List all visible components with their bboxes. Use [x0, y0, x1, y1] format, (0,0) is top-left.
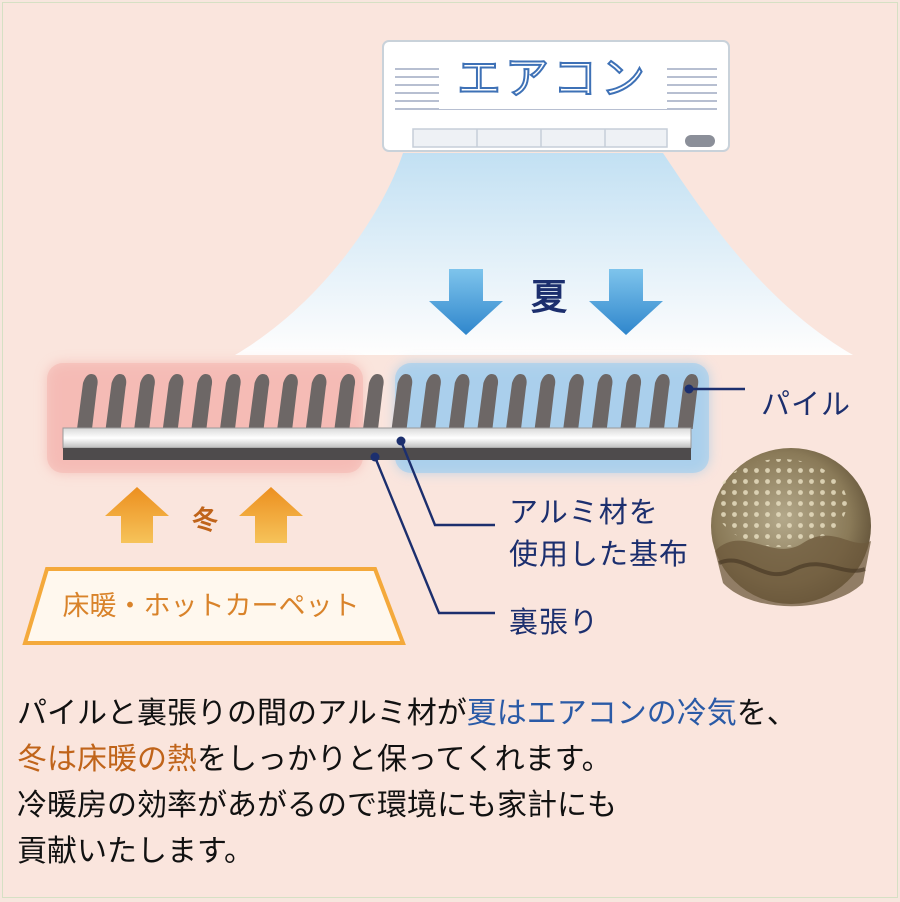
winter-label: 冬	[192, 506, 218, 536]
summer-label: 夏	[531, 277, 568, 318]
pile-strand	[305, 374, 327, 429]
insulation-diagram: エアコン 夏 冬 床暖・ホットカーペット	[22, 40, 871, 645]
pile-strand	[363, 374, 384, 429]
pile-strand	[448, 374, 470, 429]
backing-label: 裏張り	[509, 605, 600, 639]
summer-highlight: 夏はエアコンの冷気	[466, 696, 737, 731]
pile-strand	[620, 374, 642, 429]
pile-strand	[105, 374, 127, 429]
description-line-4: 貢献いたします。	[17, 834, 254, 869]
pile-strand	[191, 374, 213, 429]
leader-lines	[373, 387, 745, 615]
text-segment: をしっかりと保ってくれます。	[197, 742, 612, 777]
base-marker	[396, 436, 406, 446]
description-line-2: 冬は床暖の熱をしっかりと保ってくれます。	[17, 737, 897, 783]
description-line-3: 冷暖房の効率があがるので環境にも家計にも	[17, 788, 617, 823]
ac-label: エアコン	[457, 53, 649, 104]
aluminum-base-fabric	[62, 427, 692, 449]
air-conditioner	[382, 40, 730, 152]
description-line-1: パイルと裏張りの間のアルミ材が夏はエアコンの冷気を、	[17, 691, 897, 737]
text-segment: を、	[736, 696, 797, 731]
warm-arrow-left	[105, 487, 169, 543]
fabric-closeup-photo	[711, 448, 871, 607]
pile-strand	[162, 374, 184, 429]
pile-strand	[591, 374, 613, 429]
pile-strand	[391, 374, 413, 429]
backing-marker	[370, 452, 380, 462]
floor-heating-panel	[22, 567, 406, 645]
pile-strand	[420, 374, 441, 429]
pile-strand	[506, 374, 527, 429]
pile-strand	[220, 374, 241, 429]
base-fabric-label-line1: アルミ材を	[509, 495, 659, 529]
pile-strand	[563, 374, 584, 429]
pile-strand	[77, 374, 98, 429]
cool-arrow-right	[589, 269, 663, 335]
cool-arrow-left	[429, 269, 503, 335]
base-fabric-label-line2: 使用した基布	[509, 537, 690, 571]
pile-fibers	[77, 374, 699, 429]
pile-label: パイル	[761, 387, 852, 421]
pile-strand	[134, 374, 155, 429]
text-segment: パイルと裏張りの間のアルミ材が	[17, 696, 467, 731]
cool-air-flow	[235, 153, 853, 355]
pile-strand	[248, 374, 270, 429]
pile-strand	[649, 374, 670, 429]
floor-heating-label: 床暖・ホットカーペット	[63, 591, 360, 622]
winter-highlight: 冬は床暖の熱	[17, 742, 197, 777]
warm-arrow-right	[239, 487, 303, 543]
pile-strand	[534, 374, 556, 429]
pile-strand	[334, 374, 356, 429]
pile-marker	[684, 384, 694, 394]
pile-strand	[477, 374, 499, 429]
pile-strand	[277, 374, 298, 429]
description-text: パイルと裏張りの間のアルミ材が夏はエアコンの冷気を、 冬は床暖の熱をしっかりと保…	[17, 691, 897, 875]
